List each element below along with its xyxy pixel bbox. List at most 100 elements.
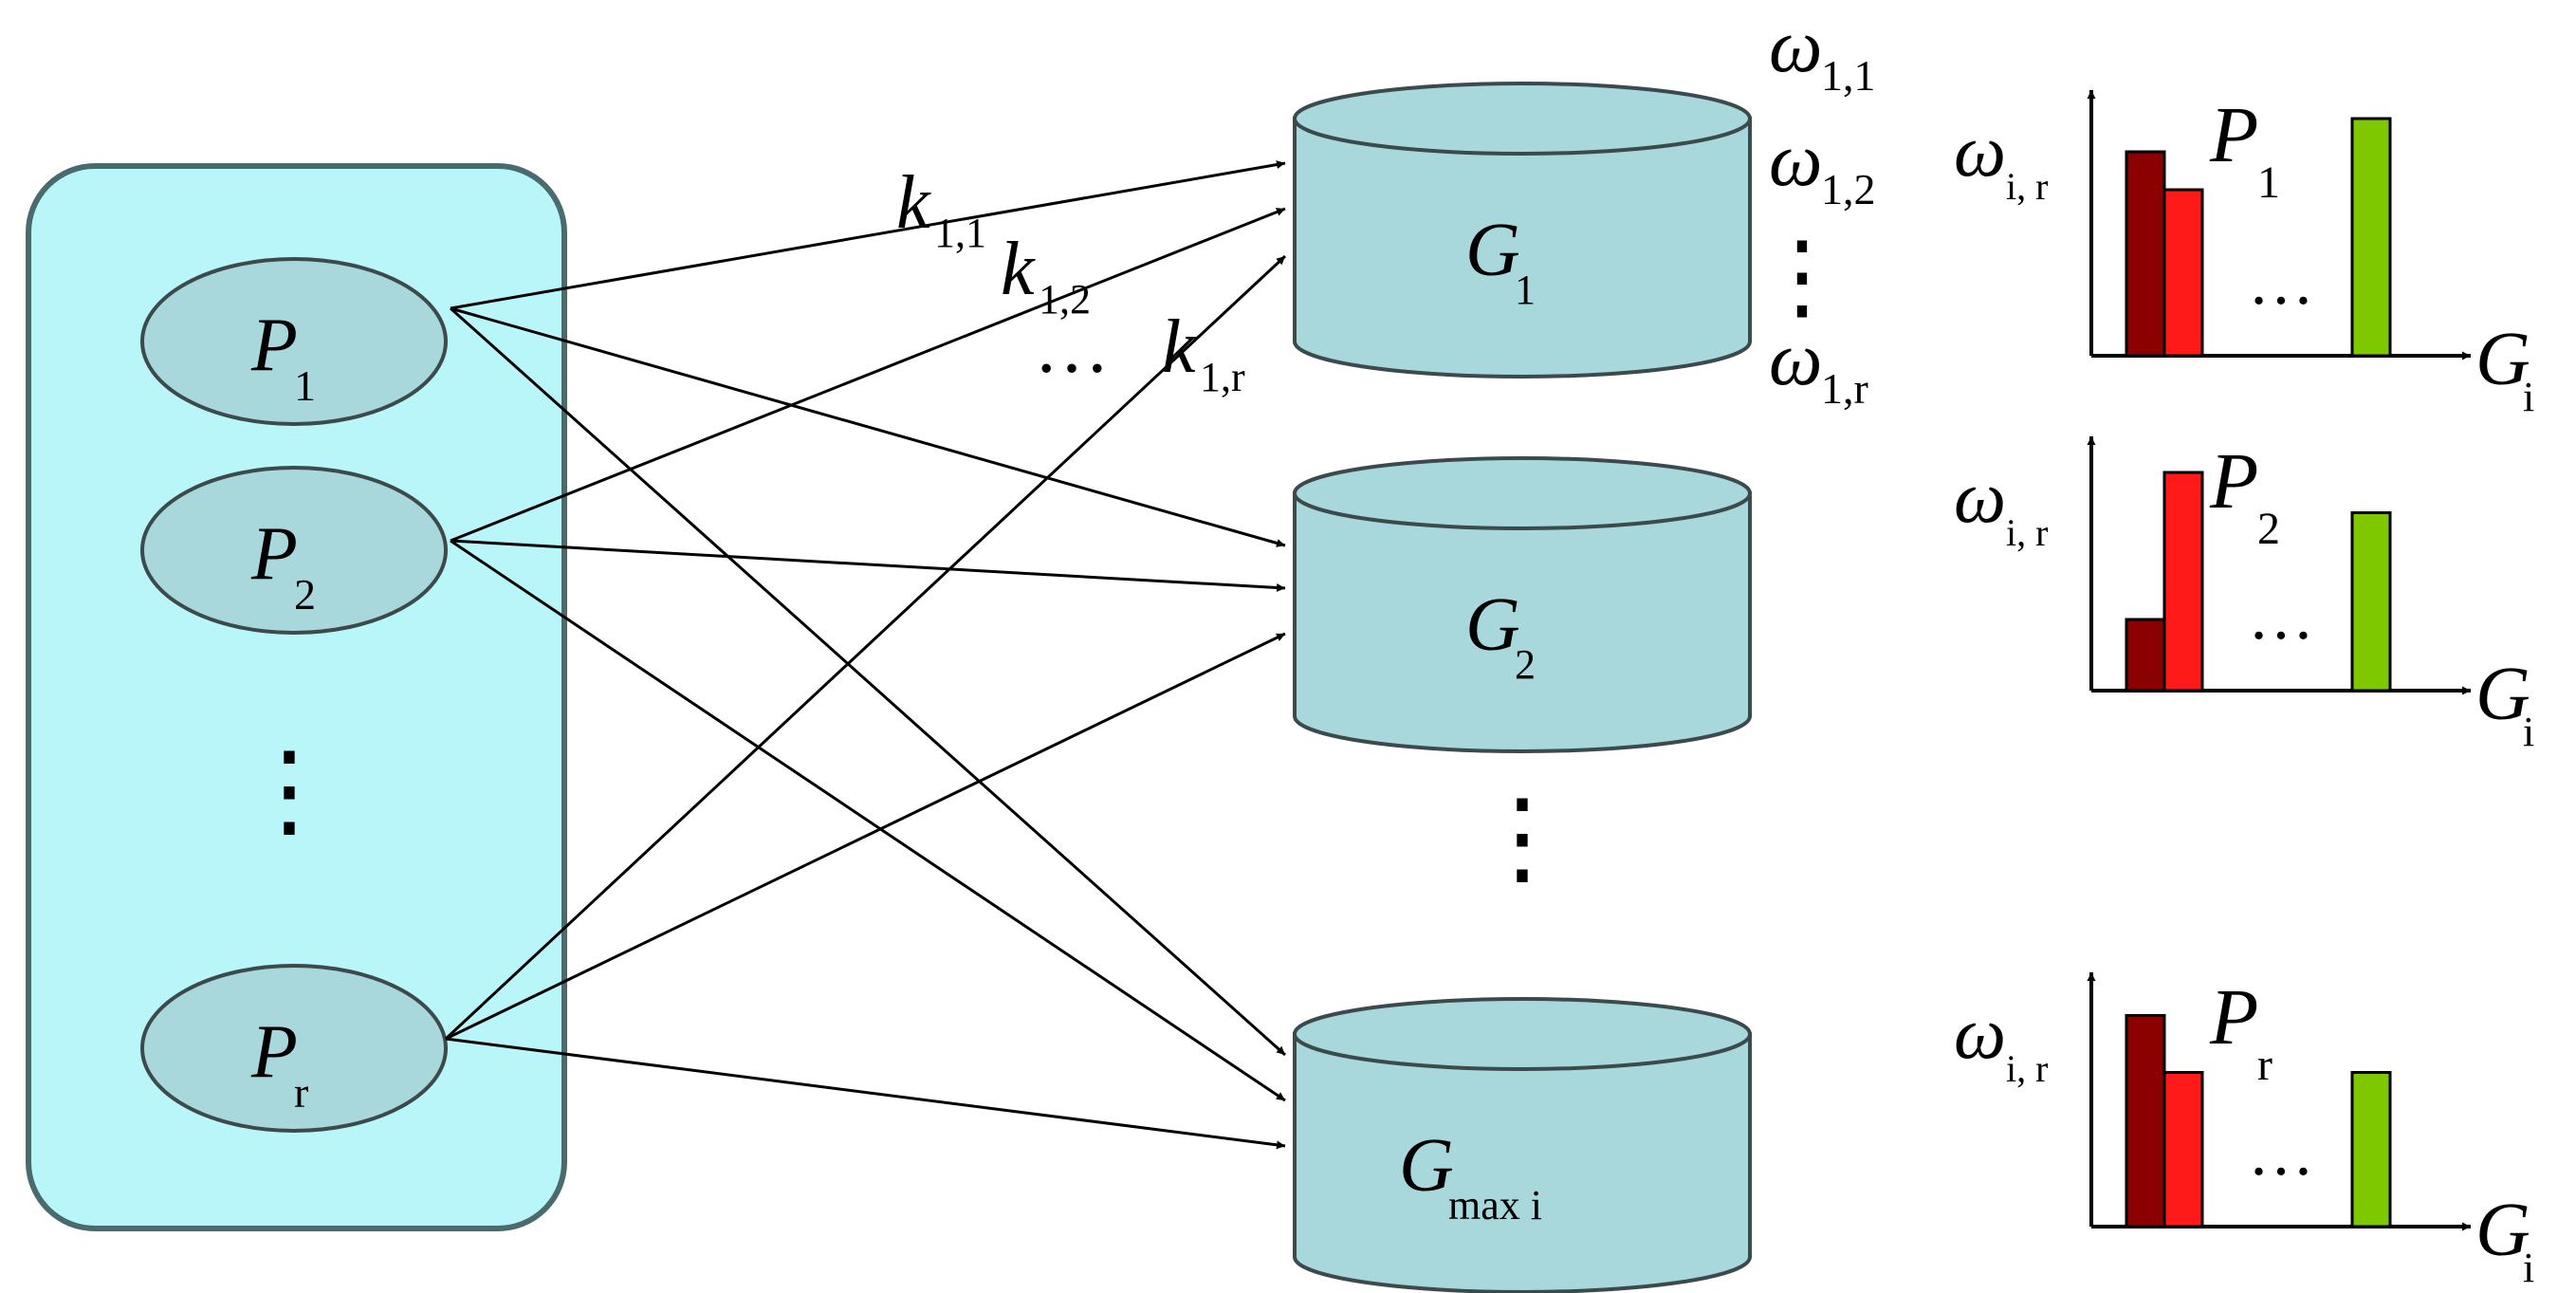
histogram-bar — [2350, 511, 2392, 693]
histogram-y-label-subscript: i, r — [2006, 165, 2048, 208]
group-cylinder-body — [1293, 491, 1752, 753]
histogram-title-symbol: P — [2209, 973, 2258, 1062]
histogram-x-label: Gi — [2475, 318, 2534, 420]
histogram-title-symbol: P — [2209, 437, 2258, 526]
weight-label-symbol: ω — [1769, 5, 1822, 88]
histogram-x-label-subscript: i — [2523, 1245, 2534, 1291]
weight-label: ω1,r — [1769, 318, 1868, 413]
histogram-bar — [2350, 117, 2392, 358]
histogram-title-subscript: 1 — [2257, 157, 2280, 208]
group-label-symbol: G — [1399, 1124, 1454, 1208]
histogram-title-subscript: r — [2257, 1040, 2272, 1090]
process-label: P2 — [250, 512, 316, 619]
process-panel — [26, 163, 567, 1231]
connection-arrow — [445, 1037, 1286, 1150]
edge-label-symbol: k — [1001, 228, 1036, 311]
histogram-y-label-symbol: ω — [1954, 109, 2006, 192]
group-cylinder-top — [1293, 456, 1752, 530]
process-label: P1 — [250, 304, 316, 410]
process-label: Pr — [250, 1010, 308, 1117]
process-label-subscript: 1 — [294, 361, 316, 410]
histogram-y-label-symbol: ω — [1954, 991, 2006, 1074]
histogram-y-label-subscript: i, r — [2006, 1047, 2048, 1090]
histogram-x-label-symbol: G — [2475, 1189, 2530, 1272]
connection-arrow — [444, 254, 1287, 1041]
process-node: P1 — [140, 257, 448, 426]
histogram-ellipsis: … — [2248, 1117, 2314, 1190]
weight-label-subscript: 1,r — [1821, 364, 1868, 413]
edge-label-subscript: 1,1 — [934, 210, 986, 256]
group-cylinder: G2 — [1293, 456, 1752, 753]
group-label-subscript: 1 — [1515, 267, 1536, 313]
weight-label-symbol: ω — [1769, 318, 1822, 401]
edge-label-ellipsis: … — [1034, 305, 1110, 389]
histogram-x-label-symbol: G — [2475, 318, 2530, 401]
connection-arrow — [450, 306, 1286, 1057]
process-node: P2 — [140, 466, 448, 635]
group-label-subscript: max i — [1448, 1182, 1542, 1228]
edge-label-symbol: k — [896, 161, 931, 245]
weight-label-subscript: 1,2 — [1821, 165, 1876, 213]
group-cylinder-body — [1293, 117, 1752, 379]
process-node-ellipse — [140, 964, 448, 1133]
histogram-title-subscript: 2 — [2257, 504, 2280, 554]
weight-ellipsis: ⋮ — [1755, 224, 1849, 329]
process-label-symbol: P — [250, 304, 298, 387]
edge-label-subscript: 1,r — [1200, 354, 1245, 400]
histogram-x-label: Gi — [2475, 1189, 2534, 1291]
connection-arrow — [450, 539, 1286, 1102]
group-label: G1 — [1465, 209, 1536, 313]
histogram-title: Pr — [2209, 973, 2272, 1090]
process-node: Pr — [140, 964, 448, 1133]
group-label-symbol: G — [1465, 209, 1520, 292]
histogram-bar — [2125, 150, 2166, 358]
process-node-ellipse — [140, 257, 448, 426]
group-ellipsis: ⋮ — [1470, 780, 1574, 896]
histogram-y-label-subscript: i, r — [2006, 511, 2048, 554]
process-label-subscript: r — [294, 1068, 308, 1117]
edge-label-subscript: 1,2 — [1039, 276, 1091, 323]
weight-label-subscript: 1,1 — [1821, 51, 1876, 100]
process-label-subscript: 2 — [294, 570, 316, 619]
group-cylinder-top — [1293, 997, 1752, 1071]
histogram-title: P2 — [2209, 437, 2280, 554]
histogram-x-label: Gi — [2475, 653, 2534, 755]
weight-label: ω1,1 — [1769, 5, 1876, 100]
histogram-x-label-subscript: i — [2523, 709, 2534, 755]
edge-label-symbol: k — [1162, 305, 1197, 389]
histogram-x-label-subscript: i — [2523, 374, 2534, 420]
weight-label: ω1,2 — [1769, 119, 1876, 213]
group-cylinder-top — [1293, 82, 1752, 156]
histogram-title: P1 — [2209, 91, 2280, 208]
process-ellipsis: ⋮ — [237, 732, 341, 848]
connection-arrow — [445, 632, 1286, 1041]
group-label-symbol: G — [1465, 583, 1520, 667]
connection-arrow — [450, 160, 1286, 310]
group-cylinder-body — [1293, 1032, 1752, 1293]
histogram-bar — [2350, 1071, 2392, 1228]
weight-label-symbol: ω — [1769, 119, 1822, 202]
histogram-bar — [2162, 188, 2204, 358]
connection-arrow — [450, 539, 1286, 592]
histogram-y-label-symbol: ω — [1954, 455, 2006, 538]
connection-arrow — [450, 207, 1286, 543]
histogram-title-symbol: P — [2209, 91, 2258, 179]
histogram-ellipsis: … — [2248, 246, 2314, 319]
histogram-bar — [2125, 618, 2166, 693]
histogram-ellipsis: … — [2248, 581, 2314, 654]
group-label: G2 — [1465, 583, 1536, 688]
connection-arrow — [450, 306, 1286, 547]
histogram-bar — [2162, 471, 2204, 693]
